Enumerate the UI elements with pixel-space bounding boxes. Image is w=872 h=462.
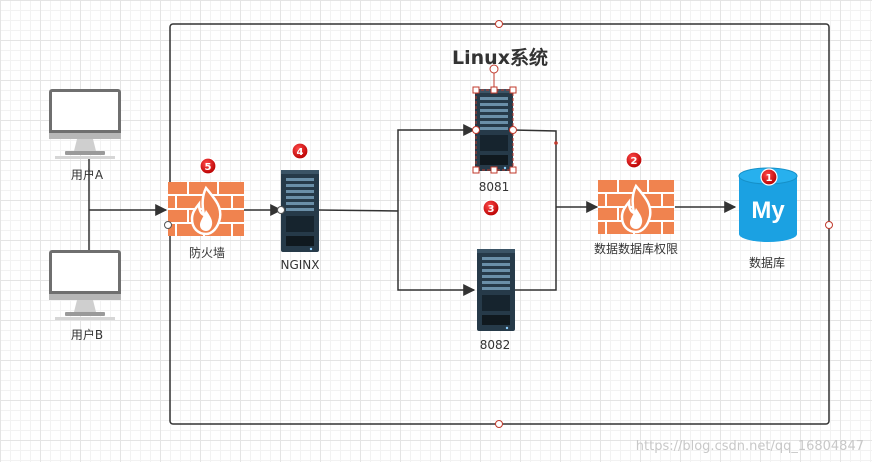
mysql-logo-text: My xyxy=(751,197,785,224)
svg-text:2: 2 xyxy=(631,156,638,167)
label-server-8082: 8082 xyxy=(479,338,511,352)
step-badge-1: 1 xyxy=(760,168,778,186)
svg-text:1: 1 xyxy=(766,173,773,184)
server-8082-icon xyxy=(477,249,515,331)
linux-system-container xyxy=(169,23,830,425)
step-badge-4: 4 xyxy=(291,142,309,160)
nginx-to-8081-arrow xyxy=(397,124,476,211)
watermark: https://blog.csdn.net/qq_16804847 xyxy=(635,439,864,454)
firewall-icon xyxy=(166,180,246,238)
step-badge-3: 3 xyxy=(482,199,500,217)
db-permission-firewall-icon xyxy=(596,178,676,236)
svg-text:5: 5 xyxy=(205,162,212,173)
waypoint-dot xyxy=(554,141,558,145)
nginx-server-icon xyxy=(281,170,319,252)
label-database: 数据库 xyxy=(748,256,786,270)
step-badge-5: 5 xyxy=(199,157,217,175)
server-8081-icon xyxy=(475,89,513,171)
label-firewall: 防火墙 xyxy=(188,246,226,260)
firewall-port xyxy=(164,221,172,229)
nginx-out-line xyxy=(317,209,399,212)
selection-handles xyxy=(472,64,517,174)
label-user-a: 用户A xyxy=(70,168,104,182)
container-handle-top xyxy=(495,20,503,28)
nginx-port xyxy=(277,206,285,214)
8082-out-line xyxy=(513,207,557,291)
diagram-title: Linux系统 xyxy=(452,47,548,69)
label-nginx: NGINX xyxy=(280,258,320,272)
container-handle-bottom xyxy=(495,420,503,428)
computer-icon-user-a xyxy=(49,89,121,159)
label-server-8081: 8081 xyxy=(478,180,510,194)
label-db-permission: 数据数据库权限 xyxy=(593,242,679,256)
computer-icon-user-b xyxy=(49,250,121,320)
8081-out-line xyxy=(512,129,557,207)
svg-text:3: 3 xyxy=(488,204,495,215)
connectors xyxy=(88,124,737,296)
mysql-database-icon: My xyxy=(738,167,798,242)
container-handle-right xyxy=(825,221,833,229)
svg-text:4: 4 xyxy=(297,147,304,158)
label-user-b: 用户B xyxy=(70,328,104,342)
step-badge-2: 2 xyxy=(625,151,643,169)
nginx-to-8082-arrow xyxy=(397,211,476,296)
